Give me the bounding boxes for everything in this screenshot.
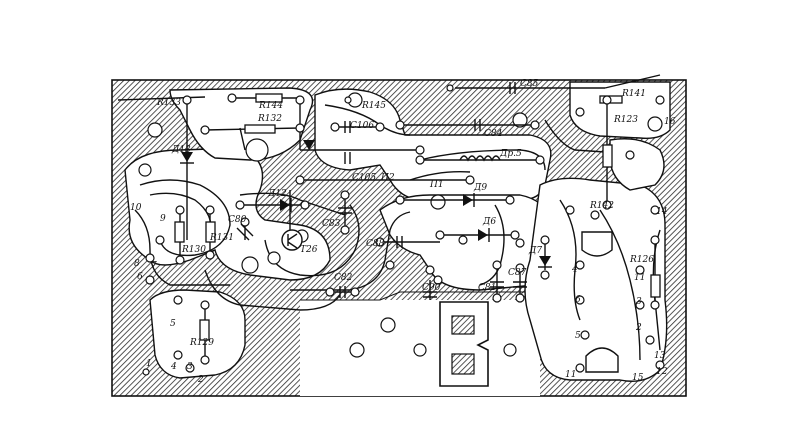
mounting-holes bbox=[138, 92, 663, 358]
pin-9: 9 bbox=[160, 214, 166, 224]
trace-region-bottom-left bbox=[149, 289, 246, 379]
solder-pads bbox=[142, 84, 665, 376]
pin-r4: 4 bbox=[571, 265, 578, 275]
label-c82: C82 bbox=[334, 273, 353, 283]
board-cutout-edge bbox=[300, 291, 540, 301]
label-c83: C83 bbox=[322, 219, 341, 229]
label-r131: R131 bbox=[209, 233, 234, 243]
label-p1: П1 bbox=[429, 180, 444, 190]
label-d7: Д7 bbox=[528, 246, 542, 256]
label-r142: R142 bbox=[589, 201, 614, 211]
label-t26: Т26 bbox=[300, 245, 318, 255]
pin-16: 16 bbox=[664, 117, 676, 127]
label-c106: C106 bbox=[350, 121, 374, 131]
label-c88: C88 bbox=[366, 239, 385, 249]
label-d12: Д12 bbox=[267, 189, 287, 199]
label-r144: R144 bbox=[258, 101, 283, 111]
label-p2: П2 bbox=[380, 173, 395, 183]
pin-11: 11 bbox=[565, 370, 576, 380]
component-leads bbox=[117, 74, 661, 360]
transistor-t26 bbox=[281, 229, 303, 251]
diode-symbols bbox=[180, 140, 552, 268]
pin-r3: 3 bbox=[636, 297, 642, 307]
pin-12: 12 bbox=[656, 367, 668, 377]
pin-13: 13 bbox=[654, 351, 666, 361]
label-c105: C105 bbox=[352, 173, 376, 183]
pin-3: 3 bbox=[187, 362, 193, 372]
trace-region-right-mid bbox=[609, 138, 665, 191]
label-r129: R129 bbox=[189, 338, 214, 348]
label-d9: Д9 bbox=[473, 183, 487, 193]
label-c85: C85 bbox=[520, 79, 539, 89]
label-c84: C84 bbox=[484, 129, 503, 139]
trace-region-top-right bbox=[569, 81, 671, 140]
pin-14: 14 bbox=[656, 207, 668, 217]
pin-6: 6 bbox=[137, 272, 143, 282]
pin-7: 7 bbox=[151, 261, 157, 271]
label-r123: R123 bbox=[613, 115, 638, 125]
pin-4: 4 bbox=[170, 362, 177, 372]
letter-b-cutout bbox=[439, 301, 489, 387]
pin-r5: 5 bbox=[575, 331, 581, 341]
pin-5: 5 bbox=[170, 319, 176, 329]
label-dr5: Др.5 bbox=[499, 149, 522, 159]
label-d13: Д13 bbox=[171, 145, 191, 155]
pin-8: 8 bbox=[134, 259, 140, 269]
component-labels: R133 R144 R132 R145 C85 C84 C106 C105 R1… bbox=[156, 79, 654, 348]
trace-region-top-left bbox=[169, 87, 314, 161]
connector-right-bottom bbox=[585, 347, 619, 373]
pin-1: 1 bbox=[146, 359, 152, 369]
pin-numbers: 10 9 8 7 6 5 4 3 2 1 16 14 13 12 15 11 1… bbox=[130, 117, 676, 385]
label-c80: C80 bbox=[228, 215, 247, 225]
label-r126: R126 bbox=[629, 255, 654, 265]
label-c90: C90 bbox=[422, 283, 441, 293]
capacitor-symbols bbox=[236, 82, 527, 298]
pin-2: 2 bbox=[197, 375, 204, 385]
label-d6: Д6 bbox=[482, 217, 496, 227]
pin-10: 10 bbox=[130, 203, 142, 213]
label-r133: R133 bbox=[156, 98, 181, 108]
label-c87: C87 bbox=[508, 268, 527, 278]
pin-r2: 2 bbox=[635, 323, 642, 333]
label-r132: R132 bbox=[257, 114, 282, 124]
label-r145: R145 bbox=[361, 101, 386, 111]
choke-coil bbox=[459, 155, 501, 162]
label-c81: C81 bbox=[478, 283, 496, 293]
connector-right-top bbox=[581, 231, 613, 257]
pin-15: 15 bbox=[632, 373, 644, 383]
label-r130: R130 bbox=[181, 245, 206, 255]
pin-r11: 11 bbox=[634, 273, 645, 283]
pin-r6: 6 bbox=[575, 295, 581, 305]
label-r141: R141 bbox=[621, 89, 646, 99]
